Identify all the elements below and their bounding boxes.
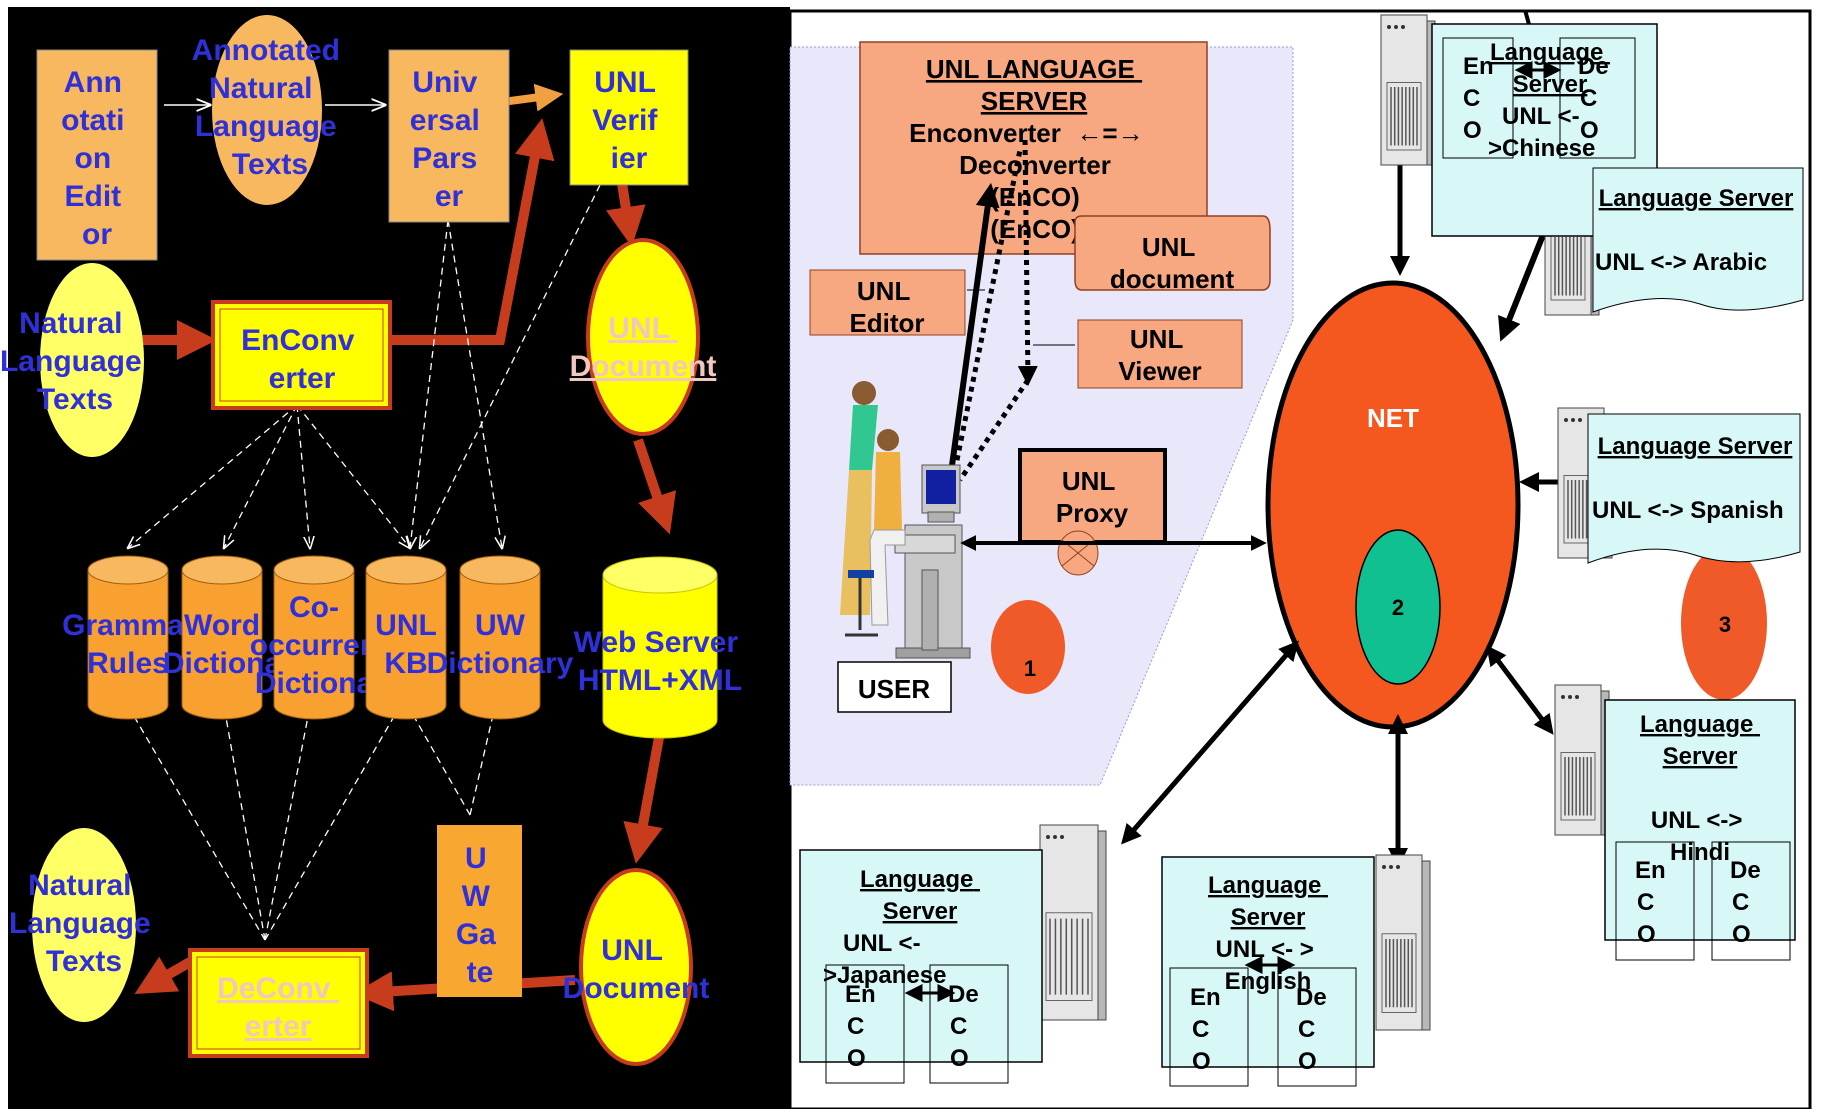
- unl-viewer-label: UNL Viewer: [1118, 324, 1201, 386]
- uw-gate-box: U W Ga te: [437, 825, 522, 997]
- hindi-enco: En C O: [1635, 857, 1672, 948]
- user-server-arrows: [947, 139, 1075, 482]
- unl-verifier-box: UNL Verif ier: [569, 49, 689, 186]
- english-deco: De C O: [1296, 984, 1333, 1075]
- unl-language-server-title: UNL LANGUAGE SERVER: [926, 54, 1142, 116]
- unl-document-bottom-ellipse: UNL Document: [563, 868, 710, 1066]
- natural-language-output-label: Natural Language Texts: [9, 869, 159, 978]
- tower-chinese-icon: [1380, 14, 1436, 166]
- enco-text-2: (EnCO): [990, 214, 1080, 244]
- japanese-desc: UNL <- >Japanese: [823, 930, 946, 989]
- annotated-texts-label: Annotated Natural Language Texts: [192, 34, 349, 181]
- deconverter-label: DeConv erter: [217, 972, 339, 1043]
- tower-english-icon: [1375, 854, 1431, 1031]
- svg-text:1: 1: [1024, 656, 1036, 681]
- arabic-title: Language Server: [1599, 185, 1794, 212]
- japanese-title: Language Server: [860, 866, 980, 925]
- annotated-texts-ellipse: Annotated Natural Language Texts: [192, 15, 349, 205]
- unl-language-server-box: UNL LANGUAGE SERVER Enconverter ←=→ Deco…: [859, 41, 1208, 255]
- japanese-enco: En C O: [845, 981, 882, 1072]
- enco-deco-arrows: [904, 61, 1562, 1002]
- annotation-editor-box: Ann otati on Edit or: [36, 49, 158, 261]
- unl-proxy-label: UNL Proxy: [1056, 466, 1129, 528]
- deconverter-box: DeConv erter: [188, 948, 369, 1058]
- enconverter-text: Enconverter: [909, 118, 1061, 148]
- deconverter-text: Deconverter: [959, 150, 1111, 180]
- unl-verifier-label: UNL Verif ier: [592, 66, 665, 175]
- enconverter-box: EnConv erter: [211, 300, 392, 410]
- annotation-editor-label: Ann otati on Edit or: [61, 66, 133, 251]
- hindi-desc: UNL <-> Hindi: [1651, 807, 1749, 866]
- unl-viewer-box: UNL Viewer: [1077, 319, 1243, 389]
- unl-document-top-ellipse: UNL Document: [570, 238, 717, 436]
- net-ellipse: NET 2: [1265, 280, 1521, 730]
- badge-3: 3: [1681, 546, 1767, 700]
- unl-editor-box: UNL Editor: [809, 269, 966, 338]
- spanish-desc: UNL <-> Spanish: [1592, 497, 1784, 524]
- bidirectional-arrow-glyph: ←=→: [1076, 118, 1143, 148]
- language-server-japanese: Language Server UNL <- >Japanese En C O …: [799, 849, 1043, 1084]
- natural-language-output-ellipse: Natural Language Texts: [9, 828, 159, 1022]
- web-server-cylinder: Web Server HTML+XML: [574, 556, 747, 739]
- hindi-deco: De C O: [1730, 857, 1767, 948]
- uw-gate-label: U W Ga te: [456, 842, 504, 989]
- english-enco: En C O: [1190, 984, 1227, 1075]
- net-label: NET: [1367, 403, 1419, 433]
- chinese-enco: En C O: [1463, 53, 1500, 144]
- svg-text:3: 3: [1719, 612, 1731, 637]
- english-title: Language Server: [1208, 872, 1328, 931]
- unl-document-label: UNL document: [1110, 232, 1235, 294]
- unl-proxy-box: UNL Proxy: [1018, 448, 1167, 576]
- language-server-hindi: Language Server UNL <-> Hindi En C O De …: [1604, 699, 1796, 961]
- badge-2: 2: [1392, 595, 1404, 620]
- user-box: USER: [837, 661, 952, 713]
- natural-language-input-ellipse: Natural Language Texts: [0, 263, 150, 457]
- tower-hindi-icon: [1554, 684, 1610, 836]
- arabic-desc: UNL <-> Arabic: [1595, 249, 1767, 276]
- tower-japanese-icon: [1039, 824, 1107, 1021]
- universal-parser-box: Univ ersal Pars er: [388, 49, 510, 223]
- language-server-arabic: Language Server UNL <-> Arabic: [1592, 167, 1804, 313]
- chinese-desc: UNL <- >Chinese: [1488, 103, 1595, 162]
- user-workstation-illustration: [840, 381, 971, 659]
- web-server-label: Web Server HTML+XML: [574, 626, 747, 697]
- enconverter-label: EnConv erter: [241, 324, 363, 395]
- universal-parser-label: Univ ersal Pars er: [410, 66, 488, 213]
- unl-document-top-label: UNL Document: [570, 312, 717, 383]
- user-label: USER: [858, 674, 930, 704]
- chinese-title: Language Server: [1490, 39, 1610, 98]
- unl-document-shape: UNL document: [1074, 215, 1271, 294]
- badge-1: 1: [991, 600, 1065, 694]
- hindi-title: Language Server: [1640, 711, 1760, 770]
- unl-document-bottom-label: UNL Document: [563, 934, 710, 1005]
- natural-language-input-label: Natural Language Texts: [0, 307, 150, 416]
- unl-editor-label: UNL Editor: [849, 276, 924, 338]
- language-server-spanish: Language Server UNL <-> Spanish: [1587, 413, 1801, 564]
- enco-text-1: (EnCO): [990, 182, 1080, 212]
- chinese-deco: De C O: [1578, 53, 1615, 144]
- language-server-english: Language Server UNL <- > English En C O …: [1161, 856, 1375, 1087]
- spanish-title: Language Server: [1598, 433, 1793, 460]
